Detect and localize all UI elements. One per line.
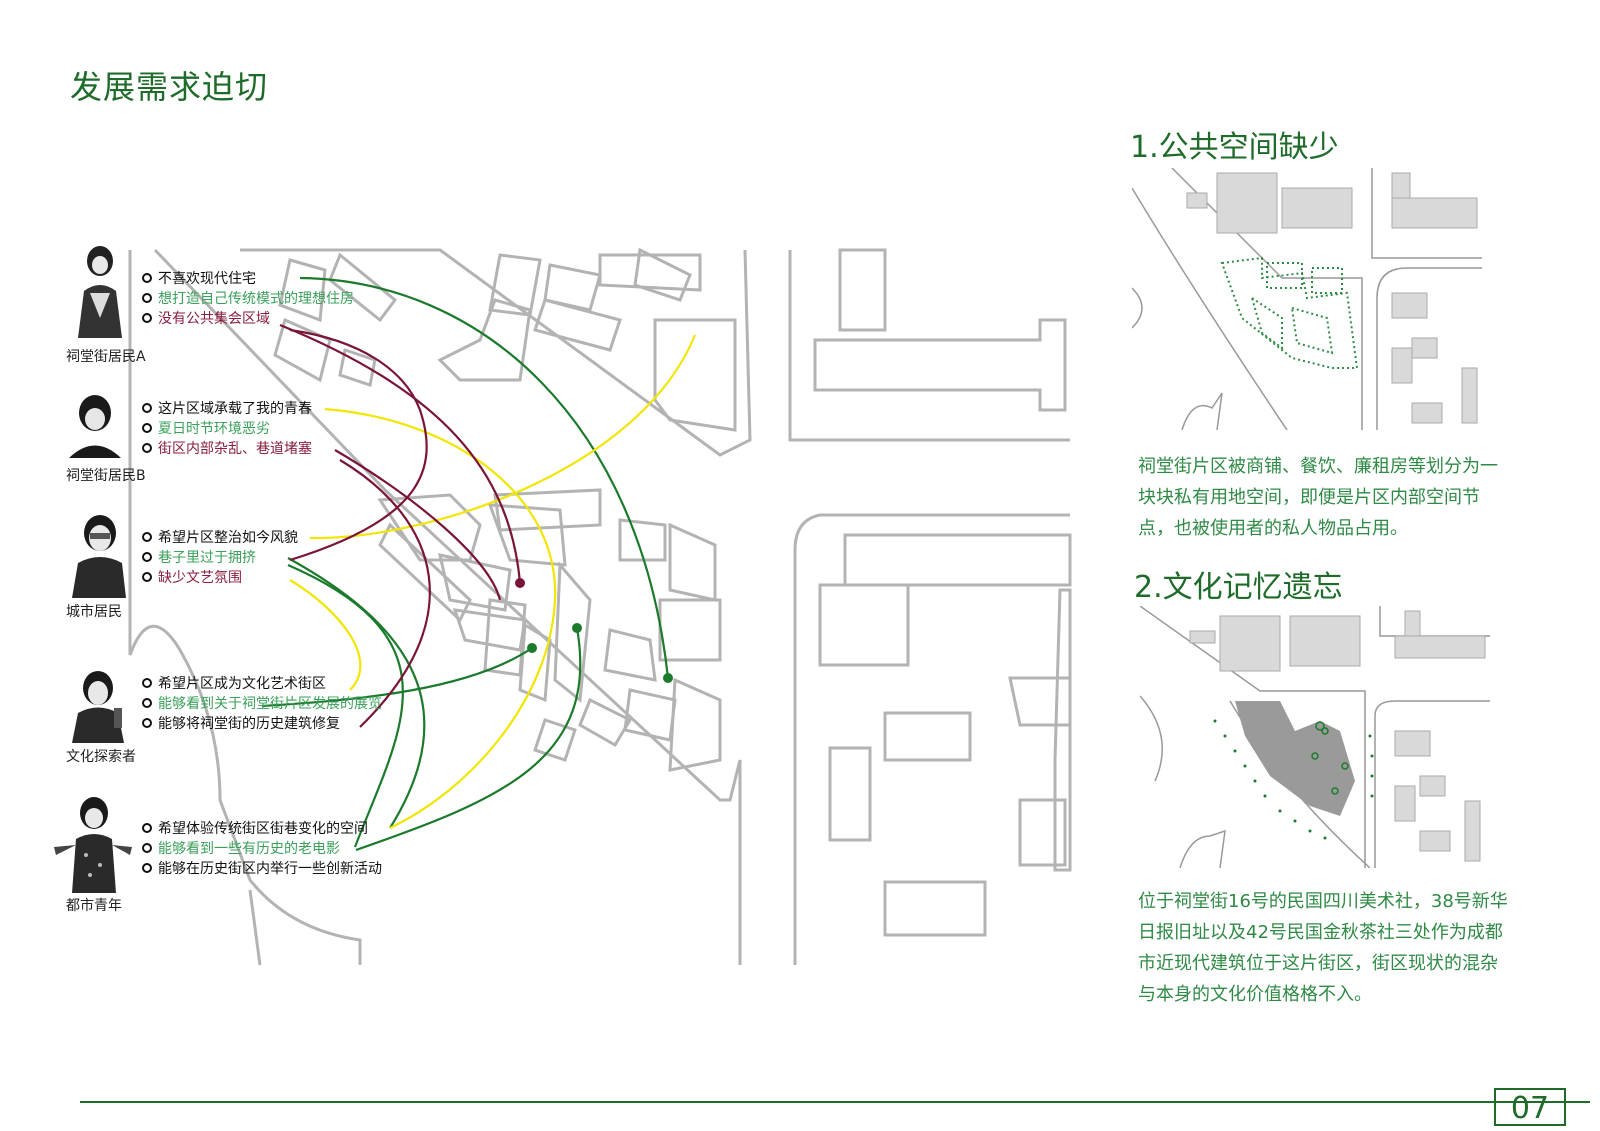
bullet-icon — [142, 403, 152, 413]
section-2-text: 位于祠堂街16号的民国四川美术社，38号新华日报旧址以及42号民国金秋茶社三处作… — [1138, 891, 1508, 1005]
connection-lines-maroon — [279, 323, 522, 728]
bullet-icon — [142, 552, 152, 562]
need-item: 这片区域承载了我的青春 — [142, 399, 312, 419]
need-item: 能够看到关于祠堂街片区发展的展览 — [142, 694, 382, 714]
persona-a-avatar — [70, 243, 126, 338]
bullet-icon — [142, 532, 152, 542]
bullet-icon — [142, 823, 152, 833]
need-item: 巷子里过于拥挤 — [142, 548, 256, 568]
need-item: 缺少文艺氛围 — [142, 568, 242, 588]
need-item: 希望片区整治如今风貌 — [142, 528, 298, 548]
need-item: 街区内部杂乱、巷道堵塞 — [142, 439, 312, 459]
need-item: 想打造自己传统模式的理想住房 — [142, 289, 354, 309]
bullet-icon — [142, 293, 152, 303]
need-item: 没有公共集会区域 — [142, 309, 270, 329]
section-2-map — [1140, 606, 1490, 868]
connection-lines-green — [261, 276, 670, 852]
persona-c-avatar — [72, 515, 126, 598]
persona-name: 文化探索者 — [66, 749, 136, 765]
section-2-title: 2.文化记忆遗忘 — [1134, 570, 1343, 605]
bullet-icon — [142, 698, 152, 708]
connection-lines-yellow — [289, 334, 697, 829]
page-number: 07 — [1494, 1088, 1566, 1126]
section-1-text: 祠堂街片区被商铺、餐饮、廉租房等划分为一块块私有用地空间，即便是片区内部空间节点… — [1138, 456, 1498, 539]
persona-name: 祠堂街居民B — [66, 468, 146, 484]
persona-name: 都市青年 — [66, 898, 122, 914]
section-1-title: 1.公共空间缺少 — [1130, 130, 1339, 165]
persona-e-avatar — [54, 797, 132, 893]
bullet-icon — [142, 423, 152, 433]
persona-b-avatar — [69, 395, 121, 458]
need-item: 不喜欢现代住宅 — [142, 269, 256, 289]
bullet-icon — [142, 843, 152, 853]
need-item: 希望片区成为文化艺术街区 — [142, 674, 326, 694]
connection-endpoints — [515, 578, 673, 683]
persona-name: 祠堂街居民A — [66, 349, 146, 365]
persona-d-avatar — [72, 671, 124, 743]
bullet-icon — [142, 443, 152, 453]
need-item: 夏日时节环境恶劣 — [142, 419, 270, 439]
bullet-icon — [142, 273, 152, 283]
need-item: 能够将祠堂街的历史建筑修复 — [142, 714, 340, 734]
page-title: 发展需求迫切 — [70, 68, 269, 106]
bullet-icon — [142, 572, 152, 582]
bullet-icon — [142, 718, 152, 728]
persona-name: 城市居民 — [66, 604, 122, 620]
need-item: 希望体验传统街区街巷变化的空间 — [142, 819, 368, 839]
bullet-icon — [142, 313, 152, 323]
footer-line — [80, 1101, 1590, 1103]
section-1-map — [1132, 168, 1482, 430]
bullet-icon — [142, 863, 152, 873]
need-item: 能够在历史街区内举行一些创新活动 — [142, 859, 382, 879]
map-blocks — [128, 247, 1072, 966]
bullet-icon — [142, 678, 152, 688]
need-item: 能够看到一些有历史的老电影 — [142, 839, 340, 859]
